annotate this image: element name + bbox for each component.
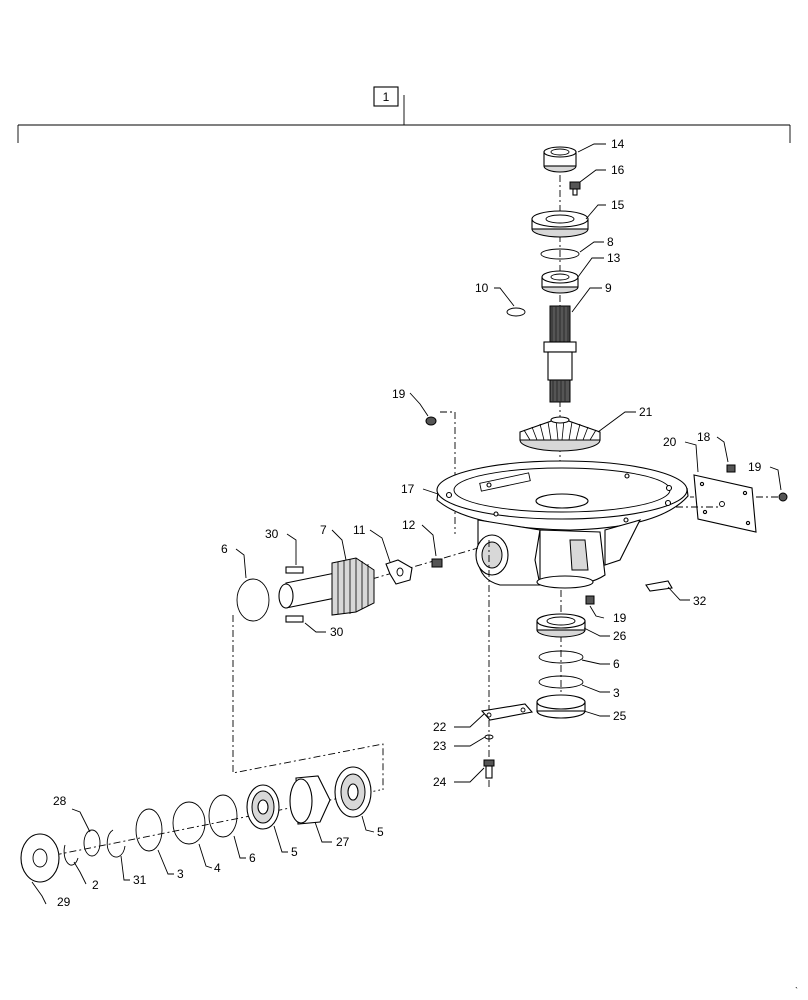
flange-15 [531, 210, 589, 238]
bearing-5-right [334, 766, 372, 818]
nut-19-lower [585, 595, 595, 605]
callout-2: 2 [92, 878, 99, 892]
screw-18 [726, 464, 736, 473]
assembly-bracket: 1 [17, 86, 791, 143]
callout-5-right: 5 [377, 825, 384, 839]
callout-19-lower: 19 [613, 611, 627, 625]
callout-25: 25 [613, 709, 627, 723]
o-ring-10 [506, 307, 526, 317]
callout-13: 13 [607, 251, 621, 265]
bolt-24 [483, 759, 495, 779]
callout-6-left: 6 [221, 542, 228, 556]
callout-26: 26 [613, 629, 627, 643]
snap-ring-3-left [135, 808, 163, 852]
bolt-12 [431, 558, 443, 568]
callout-11: 11 [353, 523, 366, 537]
lower-link-line [232, 615, 384, 790]
o-ring-6-bottom [208, 794, 238, 838]
callout-22: 22 [433, 720, 447, 734]
callout-24: 24 [433, 775, 447, 789]
sleeve-27 [289, 775, 331, 825]
ring-31 [106, 829, 126, 858]
bearing-26 [536, 613, 586, 638]
callout-28: 28 [53, 794, 67, 808]
assembly-label: 1 [383, 90, 390, 104]
nut-19-upper [425, 411, 456, 534]
callout-14: 14 [611, 137, 625, 151]
callout-16: 16 [611, 163, 625, 177]
leader-lines [31, 143, 782, 905]
callout-8: 8 [607, 235, 614, 249]
callout-6-bottom: 6 [249, 851, 256, 865]
callout-10: 10 [475, 281, 489, 295]
callout-30-upper: 30 [265, 527, 279, 541]
callout-12: 12 [402, 518, 416, 532]
corner-mark: ` [795, 986, 798, 996]
callout-21: 21 [639, 405, 653, 419]
callout-6-right: 6 [613, 657, 620, 671]
gearbox-housing-17 [436, 460, 689, 589]
key-30-lower [285, 615, 304, 623]
callout-19-right: 19 [748, 460, 762, 474]
callout-27: 27 [336, 835, 350, 849]
callout-3-left: 3 [177, 867, 184, 881]
nut-19-right [778, 492, 788, 502]
callout-30-lower: 30 [330, 625, 344, 639]
callout-7: 7 [320, 523, 327, 537]
screw-16 [569, 181, 581, 196]
cup-25 [536, 694, 586, 719]
o-ring-6-right [538, 650, 584, 664]
callout-17: 17 [401, 482, 415, 496]
snap-ring-8 [540, 248, 580, 260]
ring-4 [172, 801, 206, 845]
callout-23: 23 [433, 739, 447, 753]
pinion-shaft-9 [543, 305, 577, 403]
callout-29: 29 [57, 895, 71, 909]
clip-11 [385, 559, 413, 585]
callout-15: 15 [611, 198, 625, 212]
callout-18: 18 [697, 430, 711, 444]
cover-plate-20 [676, 474, 780, 533]
bracket-22 [480, 703, 534, 721]
washer-29 [20, 833, 60, 883]
callout-32: 32 [693, 594, 707, 608]
bearing-13 [541, 270, 579, 294]
ring-28 [83, 829, 101, 857]
o-ring-6-left [236, 578, 270, 622]
callout-9: 9 [605, 281, 612, 295]
callout-3-right: 3 [613, 686, 620, 700]
snap-ring-3-right [538, 675, 584, 689]
bevel-gear-21 [519, 416, 601, 452]
callout-31: 31 [133, 873, 147, 887]
bearing-5-left [246, 784, 280, 830]
input-shaft-7 [278, 557, 375, 616]
seal-14 [543, 146, 577, 173]
callout-19-upper: 19 [392, 387, 406, 401]
callout-20: 20 [663, 435, 677, 449]
ring-2 [63, 844, 79, 866]
plate-32 [645, 580, 673, 592]
callout-5-left: 5 [291, 845, 298, 859]
key-30-upper [285, 566, 304, 574]
callout-numbers: 14 16 15 8 13 10 9 19 21 20 18 19 17 12 … [53, 137, 762, 909]
callout-4: 4 [214, 861, 221, 875]
